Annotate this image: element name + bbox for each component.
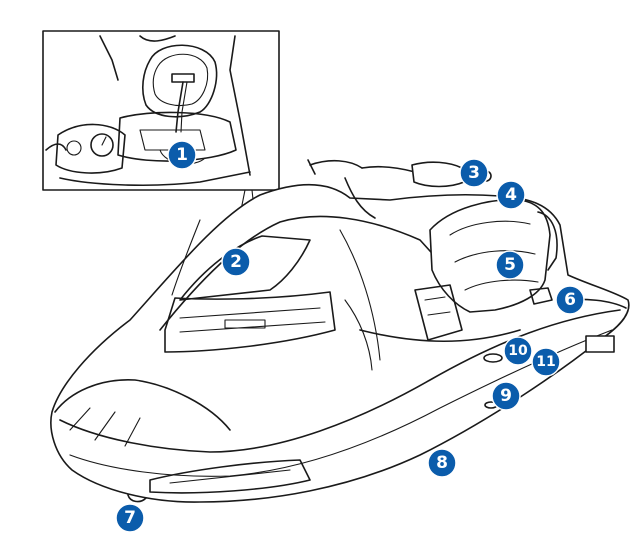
- inset-handlebar: [45, 143, 67, 151]
- inset-detail: [42, 30, 280, 191]
- callout-3-circle: [459, 158, 489, 188]
- inset-deck-line: [59, 171, 251, 186]
- footwell-edge: [359, 329, 521, 342]
- callout-9: 9: [491, 381, 521, 411]
- callout-10: 10: [503, 336, 533, 366]
- hull-chine: [69, 329, 613, 477]
- callout-1-circle: [167, 140, 197, 170]
- hood-panel: [179, 235, 311, 301]
- grab-handle: [537, 211, 558, 271]
- callout-5: 5: [495, 250, 525, 280]
- callout-6: 6: [555, 285, 585, 315]
- inset-hood-opening: [141, 44, 218, 118]
- bow-top-edge: [54, 379, 231, 431]
- inset-hood-edge-right: [229, 35, 251, 176]
- callout-3-label: 3: [468, 163, 480, 183]
- rear-latch: [529, 287, 553, 305]
- callout-3: 3: [459, 158, 489, 188]
- callout-4-circle: [496, 180, 526, 210]
- callout-8-circle: [427, 448, 457, 478]
- inset-latch: [171, 73, 195, 83]
- seat-stitch-3: [464, 279, 539, 291]
- visor-lines: [179, 307, 326, 333]
- seat-stitch-1: [449, 220, 531, 236]
- inset-gauge-housing: [55, 123, 126, 174]
- callout-2-circle: [221, 247, 251, 277]
- callout-7: 7: [115, 503, 145, 533]
- hood-badge: [224, 319, 266, 329]
- callout-4-label: 4: [505, 185, 517, 205]
- steering-column: [344, 177, 376, 219]
- inset-gauge-needle: [101, 136, 107, 146]
- callout-2-label: 2: [230, 252, 242, 272]
- callout-8-label: 8: [436, 453, 448, 473]
- callout-2: 2: [221, 247, 251, 277]
- callout-6-label: 6: [564, 290, 576, 310]
- stern-cleat: [483, 353, 503, 363]
- side-panel-line-c: [344, 299, 373, 371]
- inset-gauge-small: [66, 140, 82, 156]
- callout-4: 4: [496, 180, 526, 210]
- handlebar-right-grip: [411, 161, 465, 188]
- visor: [164, 291, 336, 353]
- callout-1: 1: [167, 140, 197, 170]
- handlebar-left-grip: [309, 159, 363, 169]
- callout-7-circle: [115, 503, 145, 533]
- callout-10-circle: [503, 336, 533, 366]
- callout-10-label: 10: [508, 343, 528, 359]
- callout-5-circle: [495, 250, 525, 280]
- callout-5-label: 5: [504, 255, 516, 275]
- inset-gauge-dial: [90, 133, 114, 157]
- handlebar-left-end: [307, 159, 316, 175]
- bow-grille: [69, 407, 141, 447]
- callout-6-circle: [555, 285, 585, 315]
- inset-storage-bin: [117, 111, 237, 162]
- boarding-step: [585, 335, 615, 353]
- seat-stitch-2: [454, 250, 536, 263]
- inset-hood-edge-left: [99, 35, 119, 81]
- callout-1-label: 1: [176, 145, 188, 165]
- side-panel-line-b: [339, 229, 381, 361]
- callout-11-label: 11: [536, 354, 555, 370]
- inset-hood-top: [139, 35, 176, 42]
- side-panel-line-a: [171, 219, 201, 296]
- callout-11: 11: [531, 347, 561, 377]
- callout-9-label: 9: [500, 386, 512, 406]
- callout-11-circle: [531, 347, 561, 377]
- hood-ridge: [159, 215, 441, 331]
- callout-9-circle: [491, 381, 521, 411]
- bow-scoop-inner: [169, 469, 291, 484]
- inset-bin-inner: [139, 129, 206, 151]
- side-compartment-vents: [424, 296, 451, 316]
- bow-scoop: [149, 459, 311, 494]
- inset-hood-inner: [152, 53, 209, 107]
- bow-eye: [127, 494, 147, 503]
- watercraft: [50, 159, 630, 503]
- seat: [429, 198, 551, 313]
- hull-rub-rail: [59, 309, 621, 453]
- side-compartment: [414, 284, 463, 341]
- callout-8: 8: [427, 448, 457, 478]
- callout-7-label: 7: [124, 508, 136, 528]
- inset-frame: [42, 30, 280, 191]
